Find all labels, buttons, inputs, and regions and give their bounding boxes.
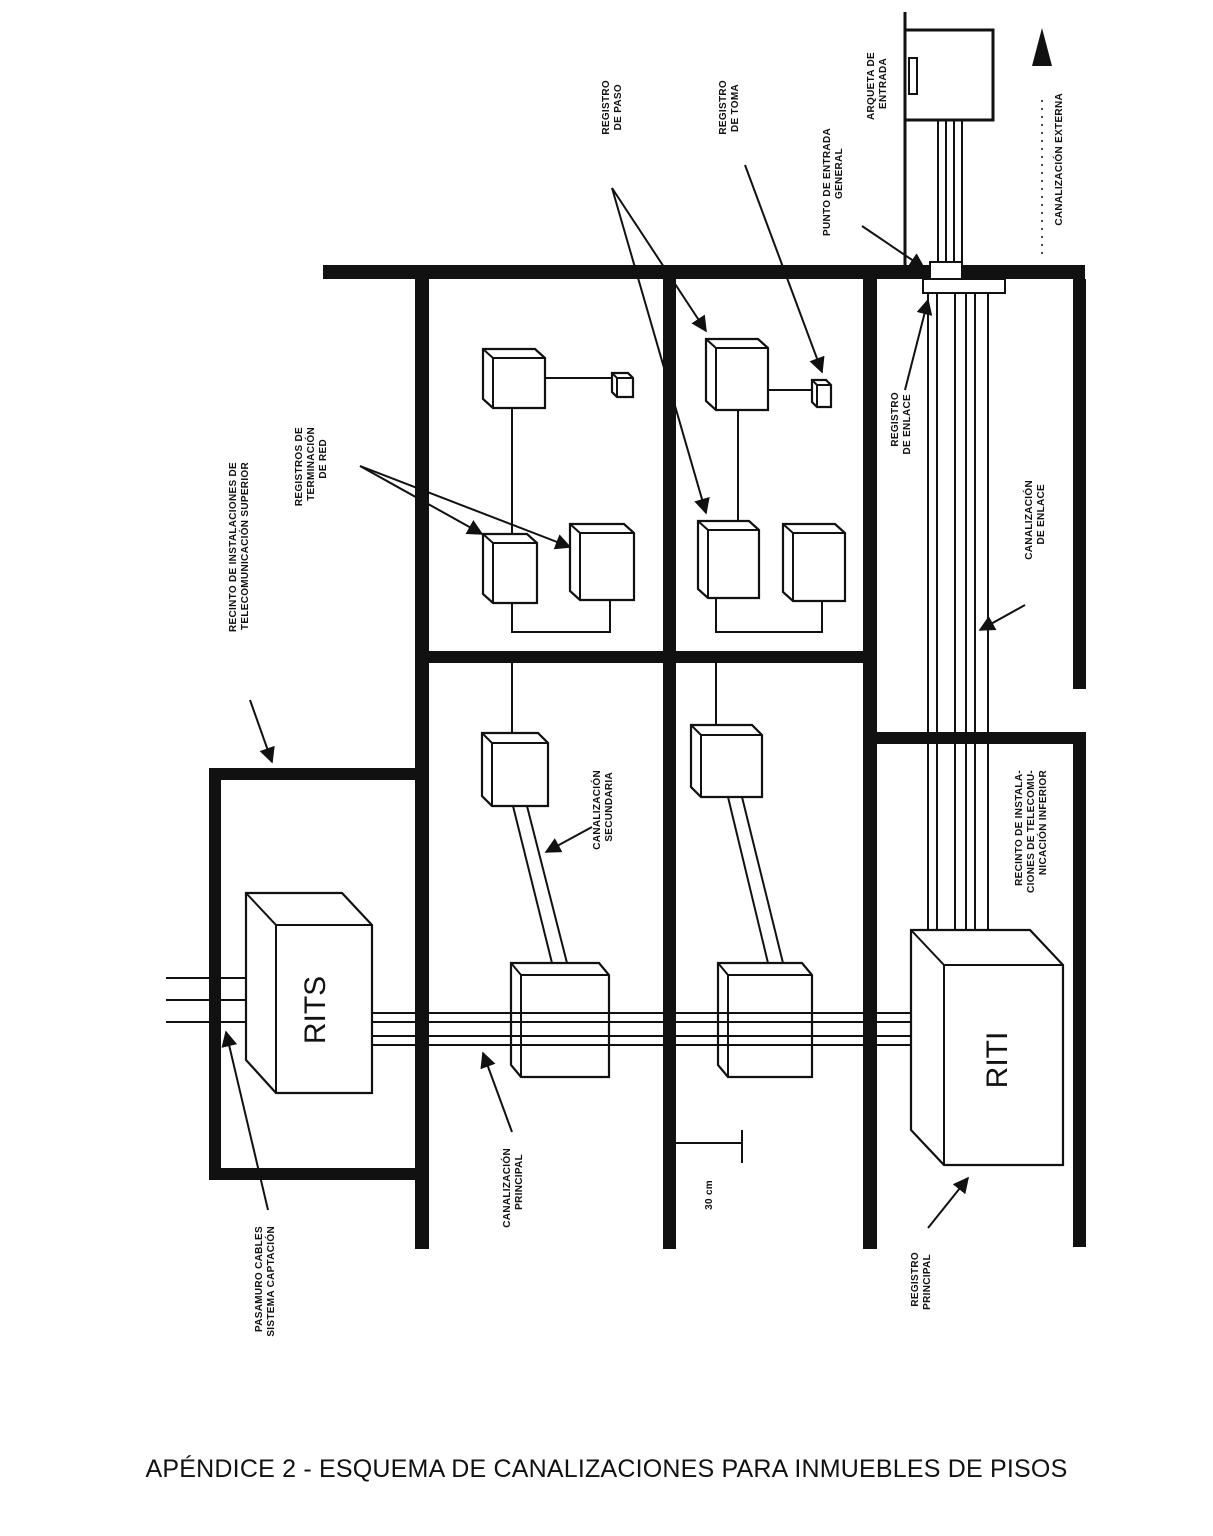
scale-text: 30 cm: [704, 1180, 715, 1210]
lower-floor-registers: [480, 723, 814, 1079]
terminacion-line-2: TERMINACIÓN: [304, 427, 317, 501]
secundaria-line-2: SECUNDARIA: [604, 772, 615, 842]
leader-arrows: [221, 164, 1026, 1229]
arqueta-line-1: ARQUETA DE: [866, 52, 877, 120]
principal-line-1: CANALIZACIÓN: [500, 1148, 513, 1228]
label-registro-paso: REGISTRO DE PASO: [601, 80, 624, 135]
label-canalizacion-principal: CANALIZACIÓN PRINCIPAL: [500, 1148, 525, 1228]
toma-line-1: REGISTRO: [718, 80, 729, 135]
label-riti-recinto: RECINTO DE INSTALA- CIONES DE TELECOMU- …: [1014, 770, 1049, 893]
arqueta-line-2: ENTRADA: [878, 58, 889, 109]
principal-line-2: PRINCIPAL: [514, 1154, 525, 1210]
reg-principal-line-2: PRINCIPAL: [922, 1254, 933, 1310]
rits-rec-line-1: RECINTO DE INSTALACIONES DE: [228, 462, 239, 632]
enlace-can-line-1: CANALIZACIÓN: [1022, 480, 1035, 560]
punto-line-1: PUNTO DE ENTRADA: [822, 128, 833, 236]
label-registro-toma: REGISTRO DE TOMA: [718, 80, 741, 135]
enlace-can-line-2: DE ENLACE: [1036, 484, 1047, 545]
label-rits-recinto: RECINTO DE INSTALACIONES DE TELECOMUNICA…: [228, 462, 251, 632]
riti-rec-line-2: CIONES DE TELECOMU-: [1026, 770, 1037, 893]
riti-box: RITI: [909, 928, 1065, 1167]
label-registro-enlace: REGISTRO DE ENLACE: [890, 392, 913, 454]
label-pasamuro: PASAMURO CABLES SISTEMA CAPTACIÓN: [254, 1226, 277, 1337]
building-walls: [209, 265, 1086, 1249]
label-canalizacion-enlace: CANALIZACIÓN DE ENLACE: [1022, 480, 1047, 560]
enlace-reg-line-1: REGISTRO: [890, 392, 901, 447]
enlace-conduits: [927, 293, 989, 930]
terminacion-line-1: REGISTROS DE: [294, 427, 305, 506]
label-canalizacion-externa: CANALIZACIÓN EXTERNA: [1052, 93, 1065, 226]
punto-line-2: GENERAL: [834, 148, 845, 199]
figure-caption: APÉNDICE 2 - ESQUEMA DE CANALIZACIONES P…: [145, 1455, 1068, 1483]
label-registro-principal: REGISTRO PRINCIPAL: [910, 1252, 933, 1310]
secundaria-line-1: CANALIZACIÓN: [590, 770, 603, 850]
label-canalizacion-secundaria: CANALIZACIÓN SECUNDARIA: [590, 770, 615, 850]
externa-line-1: CANALIZACIÓN EXTERNA: [1052, 93, 1065, 226]
paso-line-2: DE PASO: [613, 84, 624, 130]
label-punto-entrada: PUNTO DE ENTRADA GENERAL: [822, 128, 845, 236]
external-entry: [903, 12, 1052, 294]
pasamuro-line-1: PASAMURO CABLES: [254, 1226, 265, 1332]
riti-rec-line-3: NICACIÓN INFERIOR: [1036, 770, 1049, 876]
reg-principal-line-1: REGISTRO: [910, 1252, 921, 1307]
label-scale: 30 cm: [704, 1180, 715, 1210]
paso-line-1: REGISTRO: [601, 80, 612, 135]
terminacion-line-3: DE RED: [318, 439, 329, 479]
upper-floor-registers: [481, 337, 847, 733]
rits-box: RITS: [244, 891, 374, 1095]
pasamuro-line-2: SISTEMA CAPTACIÓN: [264, 1226, 277, 1337]
toma-line-2: DE TOMA: [730, 84, 741, 132]
label-registros-terminacion: REGISTROS DE TERMINACIÓN DE RED: [294, 427, 329, 506]
enlace-reg-line-2: DE ENLACE: [902, 394, 913, 455]
riti-rec-line-1: RECINTO DE INSTALA-: [1014, 770, 1025, 886]
scale-bar: [676, 1130, 743, 1163]
principal-conduit: [166, 977, 911, 1046]
label-arqueta-entrada: ARQUETA DE ENTRADA: [866, 52, 889, 120]
rits-rec-line-2: TELECOMUNICACIÓN SUPERIOR: [238, 462, 251, 631]
riti-label: RITI: [981, 1032, 1014, 1089]
rits-label: RITS: [299, 976, 332, 1044]
